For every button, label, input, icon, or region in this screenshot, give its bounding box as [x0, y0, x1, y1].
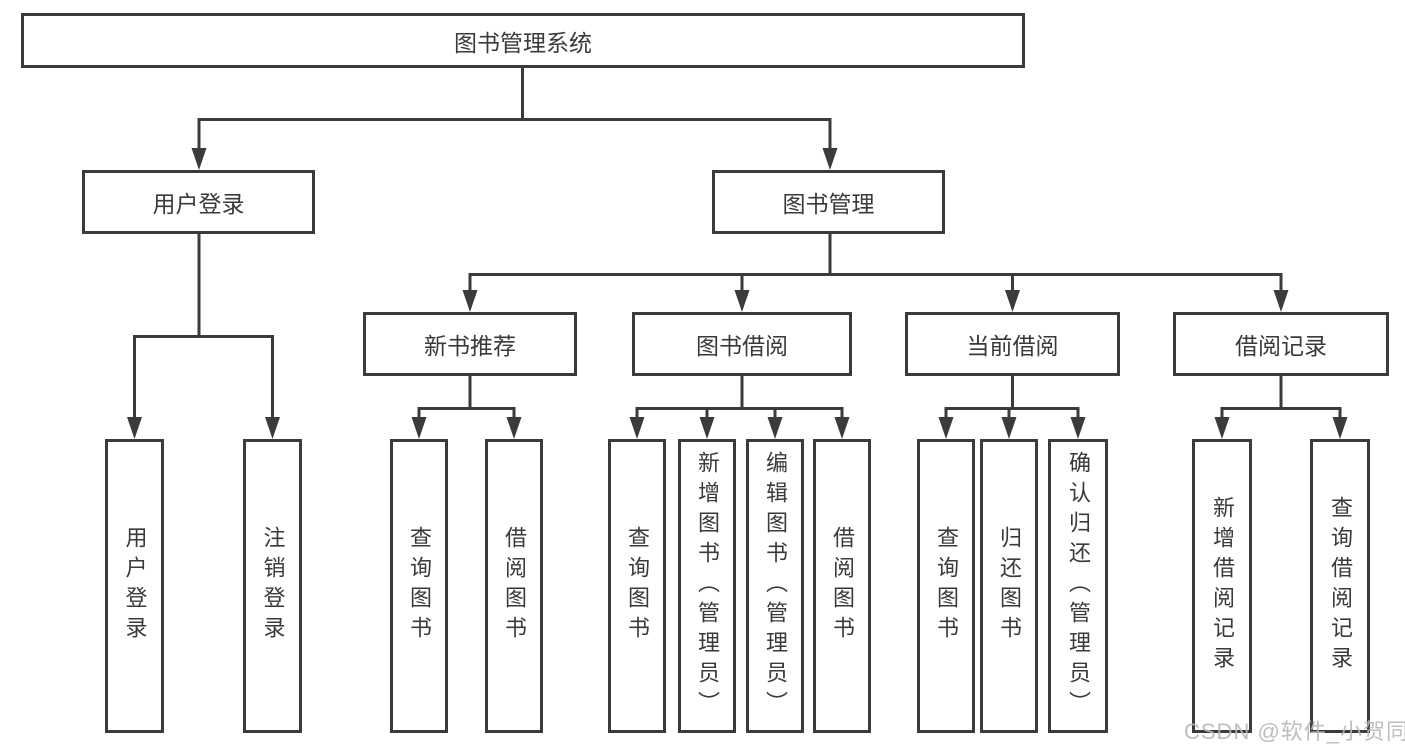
node-label: 借阅记录 — [1235, 333, 1327, 359]
node-label: 图书借阅 — [696, 333, 788, 359]
leaf-confirm-return-admin: 确认归还（管理员） — [1048, 439, 1108, 733]
node-library-management-system: 图书管理系统 — [21, 13, 1025, 68]
node-label: 图书管理系统 — [454, 29, 592, 56]
leaf-label: 注销登录 — [260, 526, 286, 646]
node-label: 用户登录 — [152, 191, 245, 217]
node-label: 新书推荐 — [424, 333, 516, 359]
node-book-management: 图书管理 — [712, 170, 945, 234]
node-book-borrowing: 图书借阅 — [632, 312, 852, 376]
leaf-add-books-admin: 新增图书（管理员） — [678, 439, 736, 733]
leaf-label: 查询图书 — [934, 526, 959, 646]
edge-new-book-recommendation-to-leaves — [411, 376, 522, 439]
leaf-edit-books-admin: 编辑图书（管理员） — [746, 439, 804, 733]
leaf-label: 确认归还（管理员） — [1066, 451, 1091, 721]
edge-root-to-level2 — [191, 68, 838, 170]
leaf-add-borrow-record: 新增借阅记录 — [1192, 439, 1252, 733]
csdn-watermark: CSDN @软件_小贺同学 — [1184, 719, 1405, 744]
node-user-login: 用户登录 — [82, 170, 315, 234]
leaf-label: 编辑图书（管理员） — [763, 451, 788, 721]
leaf-label: 新增借阅记录 — [1210, 496, 1235, 676]
leaf-borrow-books-2: 借阅图书 — [813, 439, 871, 733]
node-label: 图书管理 — [782, 191, 875, 217]
leaf-logout: 注销登录 — [243, 439, 302, 733]
edge-current-borrowing-to-leaves — [938, 376, 1086, 439]
leaf-label: 归还图书 — [997, 526, 1022, 646]
leaf-return-books: 归还图书 — [980, 439, 1038, 733]
leaf-label: 借阅图书 — [830, 526, 855, 646]
leaf-user-login: 用户登录 — [105, 439, 164, 733]
leaf-search-books-3: 查询图书 — [917, 439, 975, 733]
node-new-book-recommendation: 新书推荐 — [363, 312, 577, 376]
leaf-label: 用户登录 — [122, 526, 148, 646]
leaf-search-books-2: 查询图书 — [608, 439, 666, 733]
leaf-label: 查询借阅记录 — [1328, 496, 1353, 676]
leaf-label: 借阅图书 — [502, 526, 527, 646]
leaf-search-borrow-record: 查询借阅记录 — [1310, 439, 1370, 733]
edge-user-login-to-leaves — [127, 234, 280, 439]
node-label: 当前借阅 — [966, 333, 1059, 359]
edge-book-borrowing-to-leaves — [629, 376, 850, 439]
node-current-borrowing: 当前借阅 — [905, 312, 1120, 376]
edge-book-management-to-level3 — [462, 234, 1289, 312]
leaf-label: 查询图书 — [407, 526, 432, 646]
leaf-search-books-1: 查询图书 — [390, 439, 448, 733]
leaf-label: 新增图书（管理员） — [695, 451, 720, 721]
edge-borrowing-records-to-leaves — [1214, 376, 1348, 439]
leaf-label: 查询图书 — [625, 526, 650, 646]
node-borrowing-records: 借阅记录 — [1173, 312, 1389, 376]
leaf-borrow-books-1: 借阅图书 — [485, 439, 543, 733]
